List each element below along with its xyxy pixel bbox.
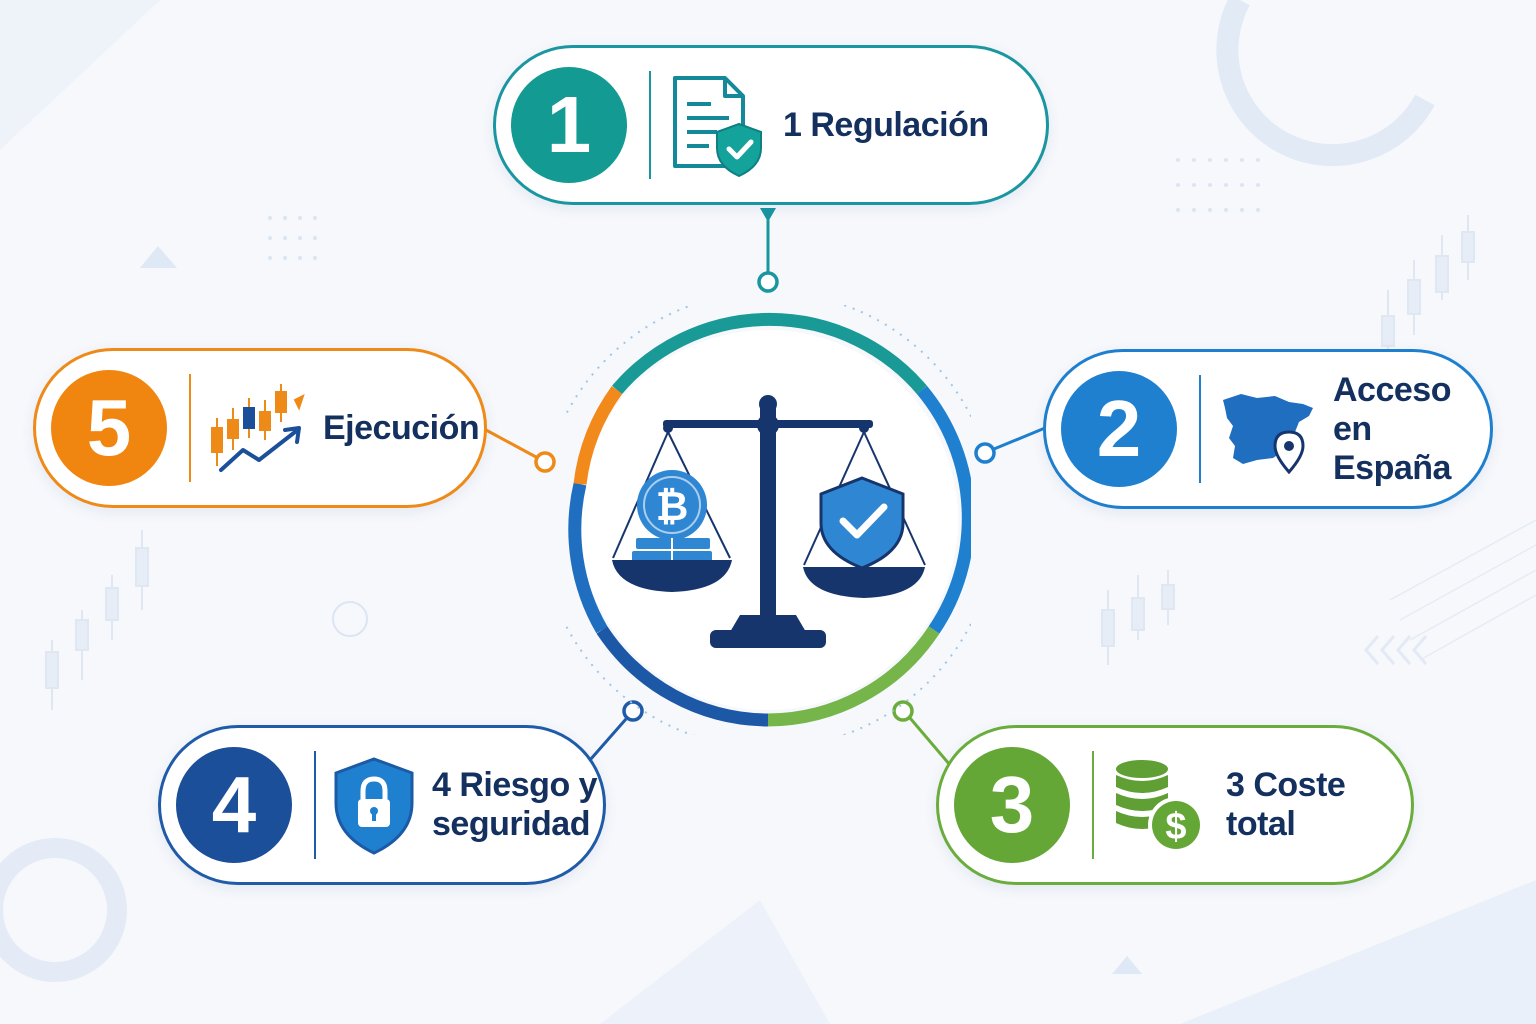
step-number-badge: 1 xyxy=(511,67,627,183)
connector-2 xyxy=(974,426,1046,464)
document-shield-check-icon xyxy=(673,76,762,178)
step-number-badge: 2 xyxy=(1061,371,1177,487)
step-label: 4 Riesgo y seguridad xyxy=(432,766,598,844)
svg-text:$: $ xyxy=(1165,806,1186,848)
coins-dollar-icon: $ xyxy=(1116,760,1204,853)
candlestick-trend-icon xyxy=(211,384,305,472)
step-label-line-1: Acceso xyxy=(1333,370,1451,409)
step-label: 3 Coste total xyxy=(1226,766,1346,843)
divider xyxy=(189,374,191,482)
step-label-line-2: seguridad xyxy=(432,805,590,843)
svg-text:₿: ₿ xyxy=(656,485,689,529)
divider xyxy=(649,71,651,179)
shield-check-icon xyxy=(819,476,905,570)
step-number-badge: 5 xyxy=(51,370,167,486)
shield-lock-icon xyxy=(334,757,414,855)
step-number-badge: 3 xyxy=(954,747,1070,863)
step-label: Acceso en España xyxy=(1333,371,1490,488)
progress-ring xyxy=(568,312,971,727)
step-card-acceso: 2 Acceso en España xyxy=(1043,349,1493,509)
spain-map-pin-icon xyxy=(1223,394,1313,474)
connector-4 xyxy=(588,700,644,761)
central-hub: ₿ xyxy=(565,305,971,735)
connector-1 xyxy=(757,208,779,293)
step-card-regulacion: 1 1 Regulación xyxy=(493,45,1049,205)
scale-balance-icon: ₿ xyxy=(612,395,926,648)
step-card-ejecucion: 5 Ejecución xyxy=(33,348,487,508)
step-label: Ejecución xyxy=(323,408,480,447)
divider xyxy=(1199,375,1201,483)
connector-5 xyxy=(485,428,556,473)
step-label-line-2: en España xyxy=(1333,409,1451,487)
bitcoin-coin-icon: ₿ xyxy=(632,470,712,562)
step-label-line-1: 4 Riesgo y xyxy=(432,766,598,804)
step-card-riesgo: 4 4 Riesgo y seguridad xyxy=(158,725,606,885)
divider xyxy=(1092,751,1094,859)
step-label: 1 Regulación xyxy=(783,105,989,144)
step-card-coste: 3 $ 3 Coste total xyxy=(936,725,1414,885)
step-number-badge: 4 xyxy=(176,747,292,863)
divider xyxy=(314,751,316,859)
